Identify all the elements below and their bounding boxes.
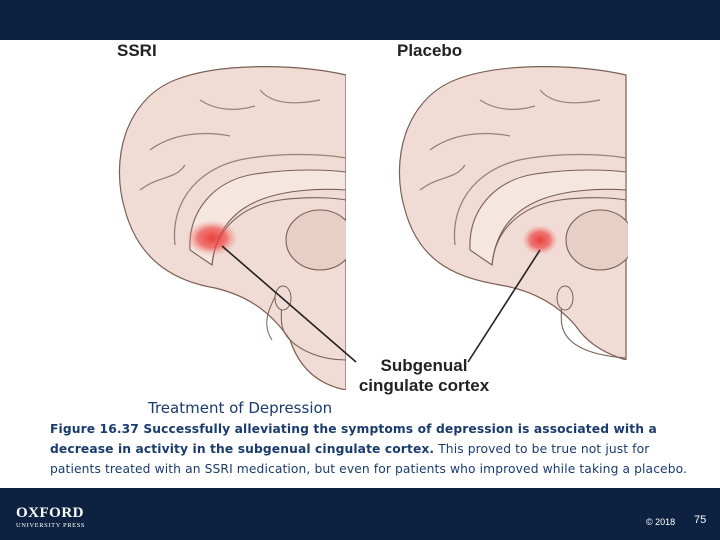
panel-title-ssri: SSRI <box>117 41 157 60</box>
brain-figure <box>118 66 628 390</box>
copyright: © 2018 <box>646 517 676 527</box>
callout-line-left <box>221 245 357 363</box>
callout-line1: Subgenual <box>380 356 468 375</box>
logo-sub: UNIVERSITY PRESS <box>16 522 86 529</box>
brain-right <box>398 66 628 360</box>
brain-left <box>118 66 346 390</box>
slide-title: Treatment of Depression <box>148 399 333 417</box>
logo-name: OXFORD <box>16 505 84 521</box>
footer-bar: OXFORD UNIVERSITY PRESS 75 © 2018 75 <box>0 488 720 540</box>
callout-label: Subgenual cingulate cortex <box>344 356 504 396</box>
oxford-logo: OXFORD UNIVERSITY PRESS <box>16 506 94 532</box>
page-number-center: 75 <box>470 508 488 524</box>
top-banner <box>0 0 720 40</box>
caption-rest: This proved to be true not just for pati… <box>50 442 688 476</box>
figure-caption: Figure 16.37 Successfully alleviating th… <box>50 419 690 479</box>
callout-line2: cingulate cortex <box>358 376 490 395</box>
caption-bold: Figure 16.37 Successfully alleviating th… <box>50 422 657 456</box>
slide-content: SSRI Placebo Subgenual cingulate cortex … <box>0 40 720 488</box>
page-number: 75 <box>694 514 707 526</box>
panel-title-placebo: Placebo <box>397 41 463 60</box>
callout-line-right <box>467 249 541 363</box>
